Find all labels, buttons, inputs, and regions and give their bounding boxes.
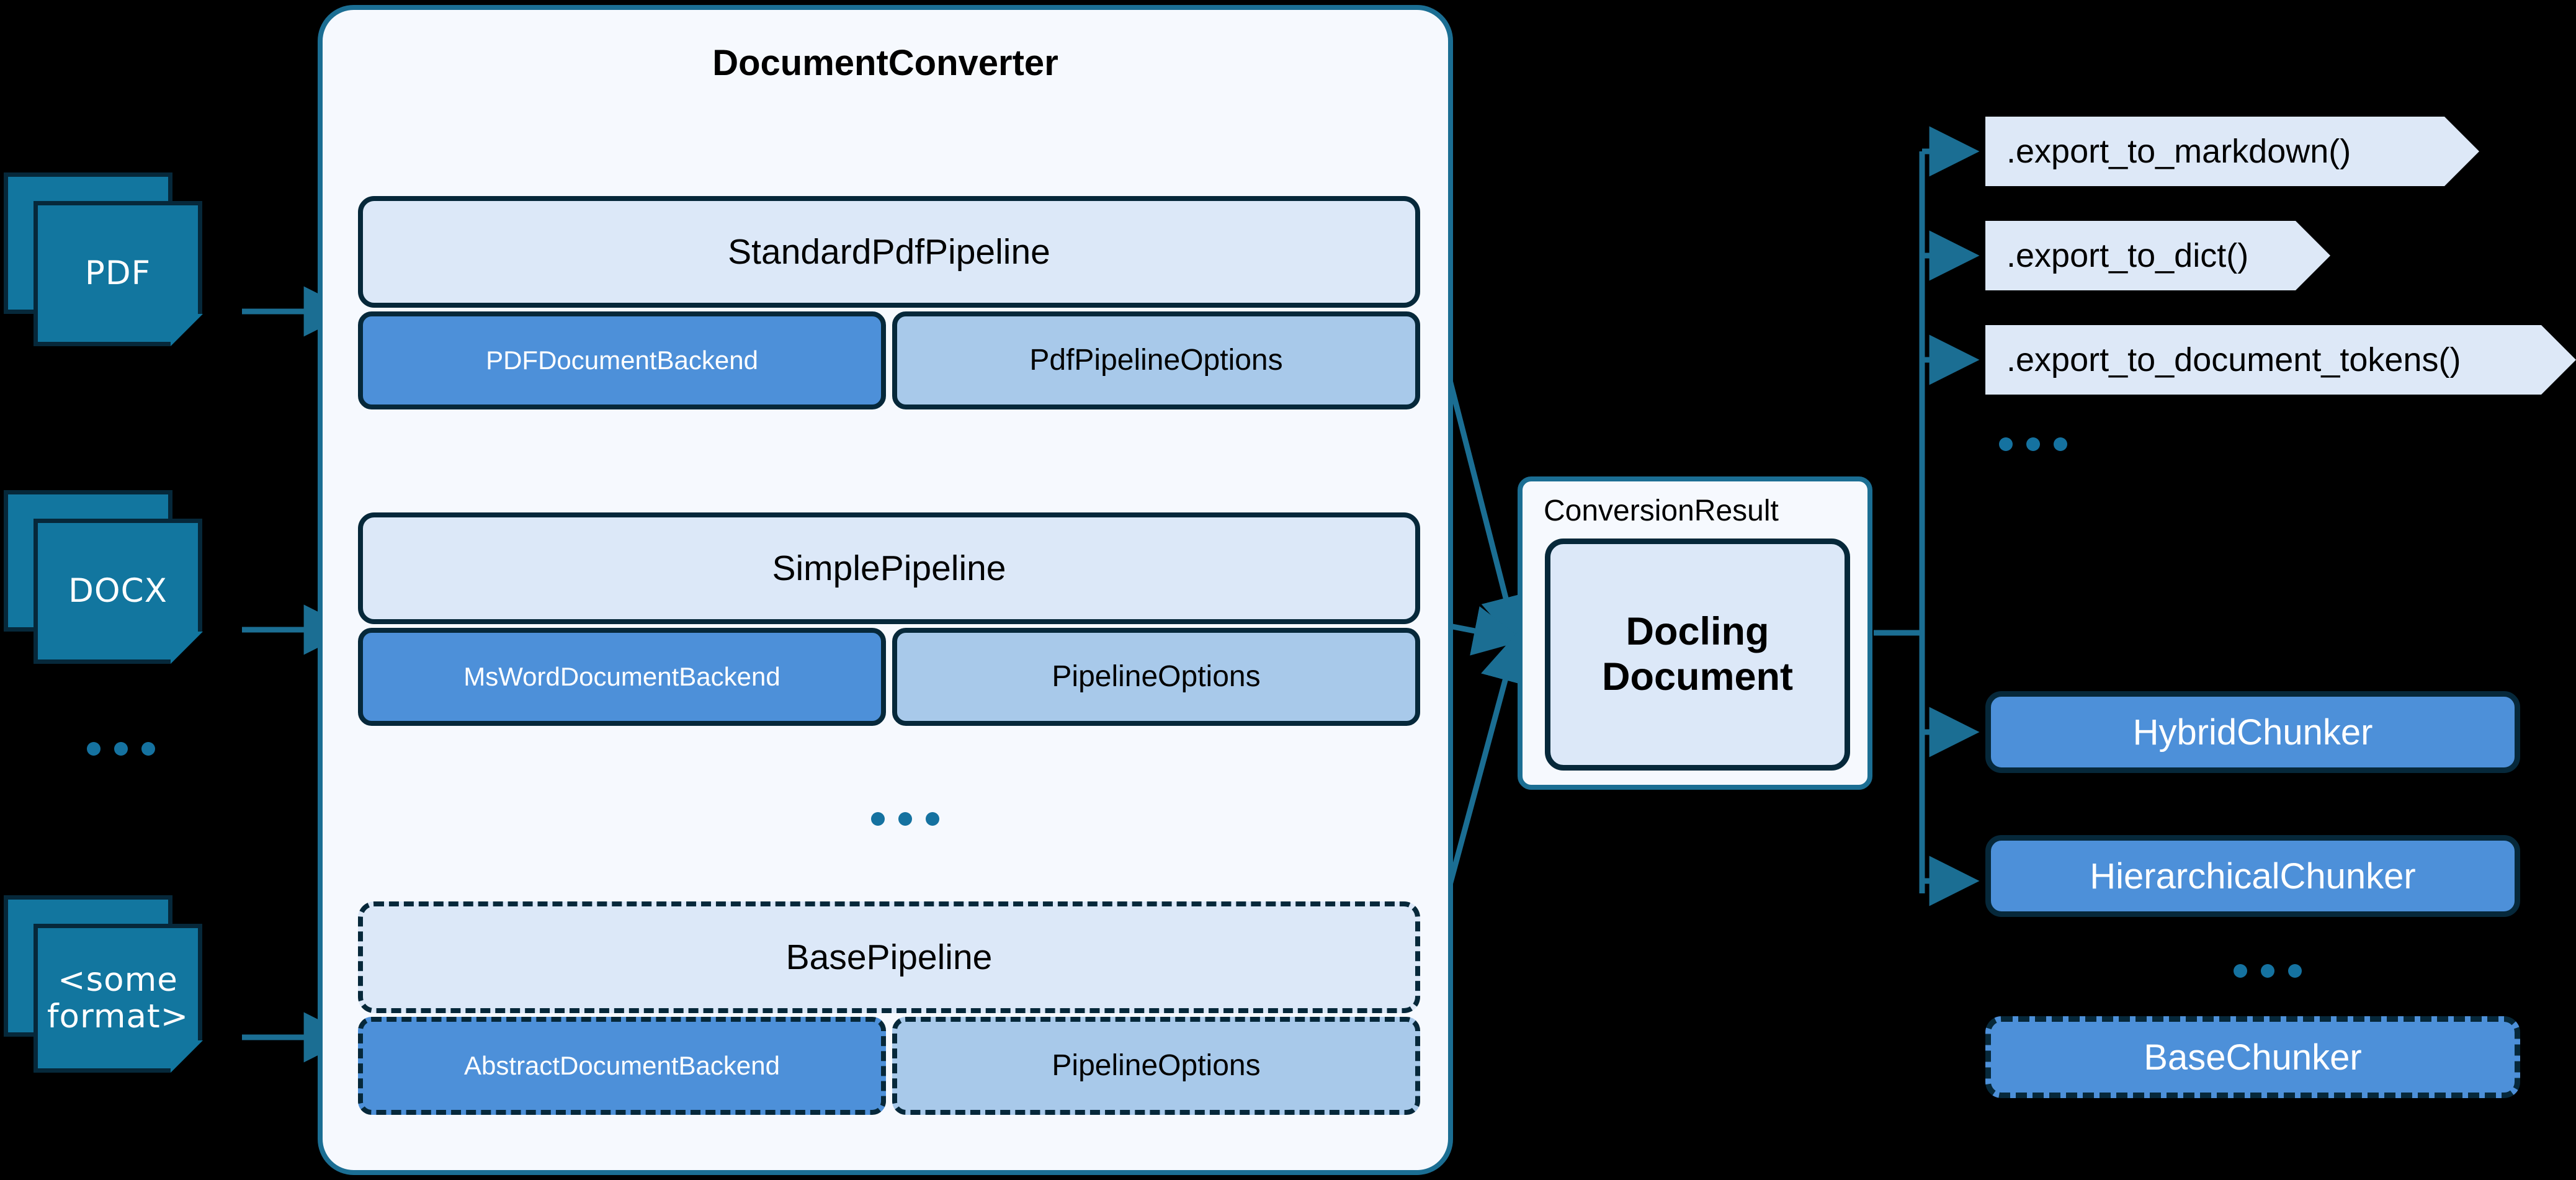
pdf-label: PDF <box>84 254 151 293</box>
pipeline-backend-box[interactable]: AbstractDocumentBackend <box>358 1017 886 1115</box>
pipeline-options-box[interactable]: PipelineOptions <box>892 628 1420 726</box>
pipeline-title: SimplePipeline <box>772 548 1006 588</box>
pdf-document-icon: PDF <box>4 172 242 346</box>
pipeline-title: StandardPdfPipeline <box>728 232 1050 272</box>
other-format-label: <some format> <box>47 960 189 1035</box>
document-converter-panel: DocumentConverter StandardPdfPipeline PD… <box>318 5 1453 1175</box>
docling-document-box[interactable]: Docling Document <box>1545 539 1850 771</box>
pipeline-backend-box[interactable]: MsWordDocumentBackend <box>358 628 886 726</box>
export-to-document-tokens-label: .export_to_document_tokens() <box>2006 341 2461 378</box>
converter-ellipsis <box>871 812 939 826</box>
pipeline-components-row: AbstractDocumentBackend PipelineOptions <box>358 1017 1420 1115</box>
export-to-markdown-label: .export_to_markdown() <box>2006 133 2351 170</box>
docx-label: DOCX <box>68 572 168 610</box>
other-format-label-line2: format> <box>47 998 189 1035</box>
export-to-document-tokens-callout[interactable]: .export_to_document_tokens() <box>1985 325 2576 395</box>
pipeline-options-label: PipelineOptions <box>1052 1048 1261 1082</box>
export-to-dict-label: .export_to_dict() <box>2006 237 2249 274</box>
pipeline-header: StandardPdfPipeline <box>358 196 1420 308</box>
standard-pdf-pipeline[interactable]: StandardPdfPipeline PDFDocumentBackend P… <box>358 196 1420 409</box>
pipeline-options-label: PipelineOptions <box>1052 659 1261 693</box>
simple-pipeline[interactable]: SimplePipeline MsWordDocumentBackend Pip… <box>358 512 1420 726</box>
hybrid-chunker-box[interactable]: HybridChunker <box>1985 691 2520 773</box>
docling-document-line1: Docling <box>1626 609 1769 653</box>
hierarchical-chunker-box[interactable]: HierarchicalChunker <box>1985 835 2520 917</box>
doc-front-sheet: DOCX <box>34 519 202 664</box>
exports-ellipsis <box>1999 437 2067 451</box>
inputs-ellipsis <box>87 742 155 756</box>
base-pipeline[interactable]: BasePipeline AbstractDocumentBackend Pip… <box>358 901 1420 1115</box>
base-chunker-label: BaseChunker <box>2144 1037 2362 1078</box>
callout-arrow-tip <box>2444 117 2479 186</box>
pipeline-options-label: PdfPipelineOptions <box>1029 343 1283 377</box>
doc-fold-corner <box>171 632 203 664</box>
docx-document-icon: DOCX <box>4 490 242 664</box>
pipeline-backend-label: MsWordDocumentBackend <box>463 661 780 691</box>
other-format-label-line1: <some <box>58 960 178 999</box>
other-format-document-icon: <some format> <box>4 895 242 1073</box>
docling-document-line2: Document <box>1601 655 1794 699</box>
base-chunker-box[interactable]: BaseChunker <box>1985 1016 2520 1098</box>
pipeline-components-row: PDFDocumentBackend PdfPipelineOptions <box>358 311 1420 409</box>
pipeline-title: BasePipeline <box>785 937 993 977</box>
pipeline-header: BasePipeline <box>358 901 1420 1013</box>
callout-arrow-tip <box>2296 221 2330 290</box>
pipeline-options-box[interactable]: PdfPipelineOptions <box>892 311 1420 409</box>
chunkers-ellipsis <box>2234 964 2302 978</box>
pipeline-backend-label: PDFDocumentBackend <box>486 345 758 375</box>
export-to-markdown-callout[interactable]: .export_to_markdown() <box>1985 117 2479 186</box>
pipeline-components-row: MsWordDocumentBackend PipelineOptions <box>358 628 1420 726</box>
pipeline-backend-box[interactable]: PDFDocumentBackend <box>358 311 886 409</box>
doc-fold-corner <box>171 1040 203 1073</box>
callout-arrow-tip <box>2541 325 2576 395</box>
pipeline-backend-label: AbstractDocumentBackend <box>464 1050 780 1080</box>
conversion-result-label: ConversionResult <box>1544 494 1779 527</box>
page-title: DocumentConverter <box>712 43 1058 83</box>
pipeline-options-box[interactable]: PipelineOptions <box>892 1017 1420 1115</box>
doc-fold-corner <box>171 314 203 346</box>
hierarchical-chunker-label: HierarchicalChunker <box>2090 856 2416 896</box>
conversion-result-panel: ConversionResult Docling Document <box>1518 476 1872 790</box>
export-to-dict-callout[interactable]: .export_to_dict() <box>1985 221 2330 290</box>
hybrid-chunker-label: HybridChunker <box>2132 712 2373 753</box>
pipeline-header: SimplePipeline <box>358 512 1420 624</box>
